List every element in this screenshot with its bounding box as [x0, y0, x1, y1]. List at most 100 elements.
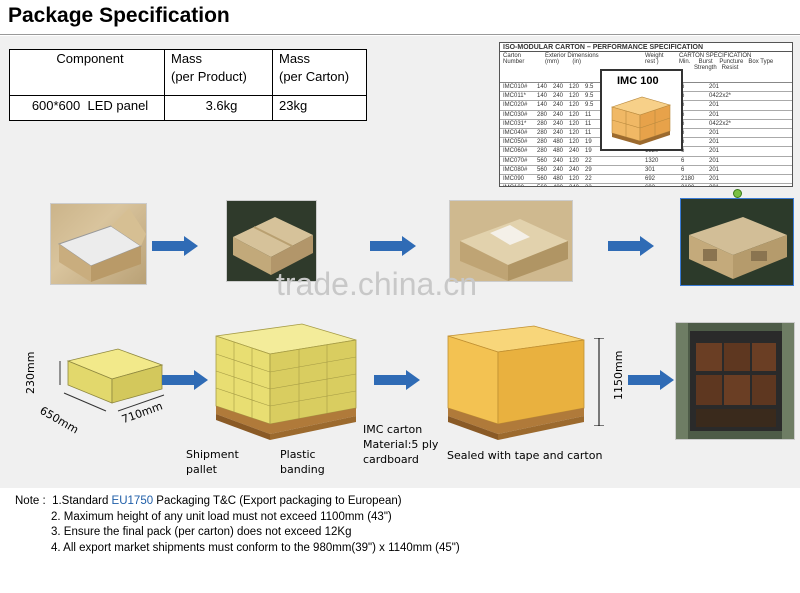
table-cell: 201: [709, 102, 720, 109]
table-cell: 6: [681, 101, 709, 109]
table-cell: 240: [553, 166, 564, 173]
label-sealed: Sealed with tape and carton: [447, 449, 603, 462]
table-cell: IMC040#: [503, 129, 528, 136]
table-cell: IMC011*: [503, 93, 526, 100]
table-cell: 201: [709, 84, 720, 90]
table-row: IMC060#2804802401913206201: [500, 147, 792, 157]
note-line-3: 3. Ensure the final pack (per carton) do…: [51, 526, 352, 539]
table-cell: 560: [537, 157, 548, 164]
table-cell: 280: [537, 139, 548, 146]
watermark: trade.china.cn: [276, 266, 478, 302]
table-cell: 6: [681, 83, 709, 91]
table-row: IMC100560480240226922180201: [500, 184, 792, 186]
arrow-right-icon: [608, 236, 654, 256]
table-cell: 560: [537, 184, 553, 186]
table-cell: 280: [537, 148, 548, 155]
table-cell: 240: [569, 166, 580, 173]
page-title: Package Specification: [8, 4, 230, 27]
table-cell: 120: [569, 175, 580, 182]
label-plastic-banding: Plastic banding: [280, 448, 325, 476]
table-cell: 280: [537, 111, 548, 118]
table-cell: 120: [569, 129, 580, 136]
table-cell: 11: [585, 111, 592, 118]
table-cell: IMC080#: [503, 166, 528, 173]
table-cell: 201: [709, 129, 720, 136]
table-cell: 11: [585, 129, 592, 136]
header-mass-carton-text: Mass (per Carton): [279, 51, 350, 84]
table-cell: 560: [537, 166, 548, 173]
table-cell: 6: [681, 120, 709, 128]
note-line-2: 2. Maximum height of any unit load must …: [51, 510, 392, 523]
perf-head-dims: Exterior Dimensions (mm) (in): [545, 53, 599, 65]
table-cell: IMC010#: [503, 84, 528, 90]
table-cell: 0422x2*: [709, 120, 732, 127]
table-cell: 22: [585, 175, 592, 182]
table-cell: 201: [709, 139, 720, 146]
perf-head-spec: CARTON SPECIFICATION Min. Burst Puncture…: [679, 53, 774, 71]
arrow-right-icon: [374, 370, 420, 390]
table-cell: 201: [709, 111, 720, 118]
table-cell: 480: [553, 148, 564, 155]
table-cell: 19: [585, 139, 592, 146]
stack-height: 1150mm: [612, 350, 625, 400]
notes-block: Note : 1.Standard EU1750 Packaging T&C (…: [15, 494, 460, 556]
table-cell: 120: [569, 84, 580, 90]
sealed-carton-illustration: [689, 217, 787, 279]
arrow-right-icon: [162, 370, 208, 390]
height-dimension-line: [594, 338, 604, 426]
perf-header: Carton Number Exterior Dimensions (mm) (…: [500, 52, 792, 83]
table-cell: 240: [553, 129, 564, 136]
table-cell: IMC090: [503, 175, 525, 182]
note-prefix: Note : 1.Standard: [15, 495, 112, 507]
note-line1-rest: Packaging T&C (Export packaging to Europ…: [153, 495, 402, 507]
perf-title: ISO-MODULAR CARTON – PERFORMANCE SPECIFI…: [500, 43, 792, 52]
label-shipment-pallet: Shipment pallet: [186, 448, 239, 476]
table-cell: 480: [553, 184, 569, 186]
arrow-right-icon: [628, 370, 674, 390]
table-cell: 140: [537, 84, 548, 90]
table-cell: IMC031*: [503, 120, 527, 127]
cell-mass-product: 3.6kg: [164, 95, 273, 121]
table-cell: 6: [681, 157, 685, 164]
closed-carton-illustration: [233, 217, 313, 275]
table-cell: 2180: [681, 184, 709, 186]
table-cell: 6: [681, 111, 709, 119]
table-header-row: Component Mass (per Product) Mass (per C…: [9, 49, 367, 96]
table-cell: 120: [569, 139, 580, 146]
table-cell: 120: [569, 102, 580, 109]
arrow-right-icon: [370, 236, 416, 256]
perf-head-number: Carton Number: [503, 53, 525, 65]
table-cell: 6: [681, 148, 685, 155]
perf-head-weight: Weight rest ): [645, 53, 664, 65]
table-cell: 240: [553, 120, 564, 127]
arrow-right-icon: [152, 236, 198, 256]
taping-carton-illustration: [450, 201, 572, 281]
table-cell: 201: [709, 166, 720, 173]
label-imc-carton: IMC carton Material:5 ply cardboard: [363, 423, 439, 466]
table-cell: 240: [553, 84, 564, 90]
table-cell: 29: [585, 166, 592, 173]
imc100-label: IMC 100: [617, 75, 659, 87]
header-component: Component: [9, 49, 165, 96]
table-cell: IMC050#: [503, 139, 528, 146]
table-cell: 6: [681, 138, 709, 146]
table-cell: 9.5: [585, 93, 594, 100]
table-cell: 120: [569, 157, 580, 164]
pallet-cartons-diagram: [215, 323, 357, 440]
table-cell: 301: [645, 166, 656, 173]
table-cell: 201: [709, 157, 720, 164]
table-cell: 480: [553, 175, 564, 182]
title-rule: [0, 34, 800, 35]
dim-height: 230mm: [24, 351, 37, 394]
table-cell: IMC060#: [503, 148, 528, 155]
table-cell: 240: [553, 102, 564, 109]
table-cell: 201: [709, 175, 720, 182]
taping-carton-photo: [449, 200, 573, 282]
selection-handle-top[interactable]: [733, 189, 742, 198]
imc100-image: IMC 100: [600, 69, 683, 151]
header-mass-product: Mass (per Product): [164, 49, 273, 96]
open-carton-illustration: [57, 208, 146, 282]
